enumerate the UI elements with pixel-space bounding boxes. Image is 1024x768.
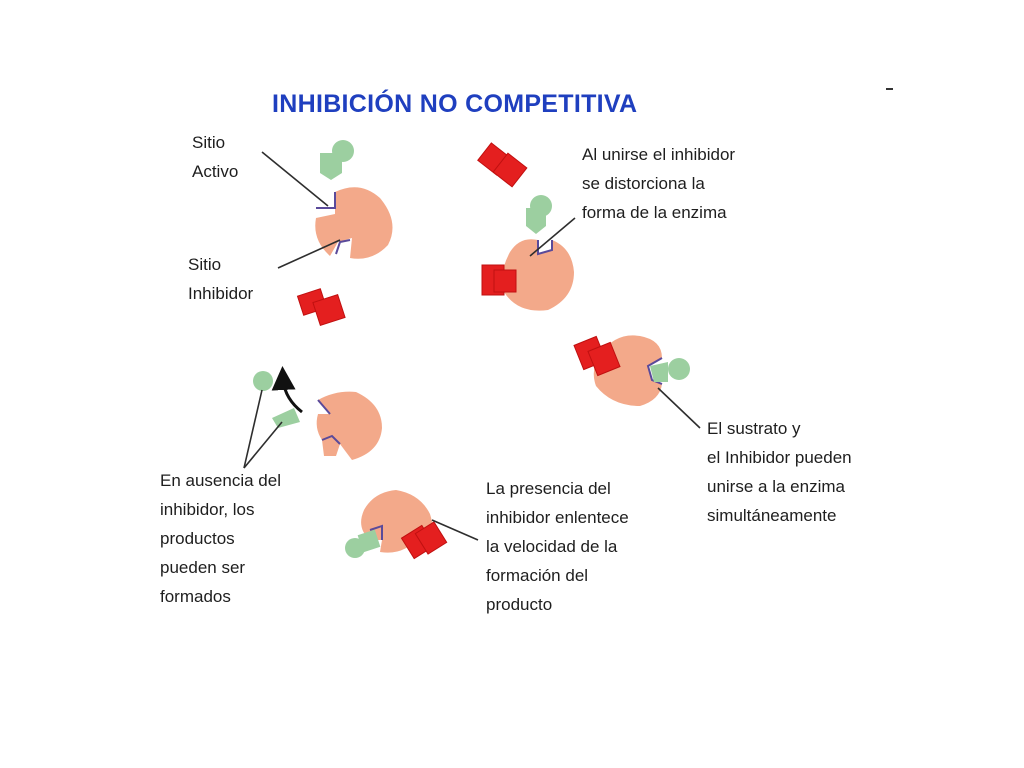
enzyme-release [316, 391, 382, 460]
pointer-simultaneous [657, 387, 701, 429]
pointer-presence [431, 519, 479, 541]
inhibitor-free-2 [477, 142, 528, 188]
enzyme-free [315, 187, 393, 259]
release-arrow [271, 366, 303, 414]
product-fragment-circle [253, 371, 273, 391]
corner-dash [886, 88, 893, 90]
pointer-active-site [261, 151, 329, 207]
substrate-free [320, 140, 354, 180]
substrate-approaching [526, 195, 552, 234]
product-fragment-square [272, 408, 300, 428]
inhibitor-bound-ternary [573, 335, 621, 377]
substrate-bound-ternary [650, 358, 690, 382]
pointer-distortion [529, 217, 576, 257]
inhibitor-bound-slowed [400, 521, 448, 560]
substrate-slowed [345, 529, 381, 558]
inhibitor-bound-distorted [481, 264, 517, 296]
pointer-product-square [243, 421, 283, 469]
inhibitor-free-1 [296, 288, 346, 327]
pointer-inhibitor-site [277, 239, 341, 269]
diagram-title: INHIBICIÓN NO COMPETITIVA [272, 90, 638, 118]
pointer-product-circle [243, 389, 263, 469]
enzyme-distorted [502, 239, 574, 311]
